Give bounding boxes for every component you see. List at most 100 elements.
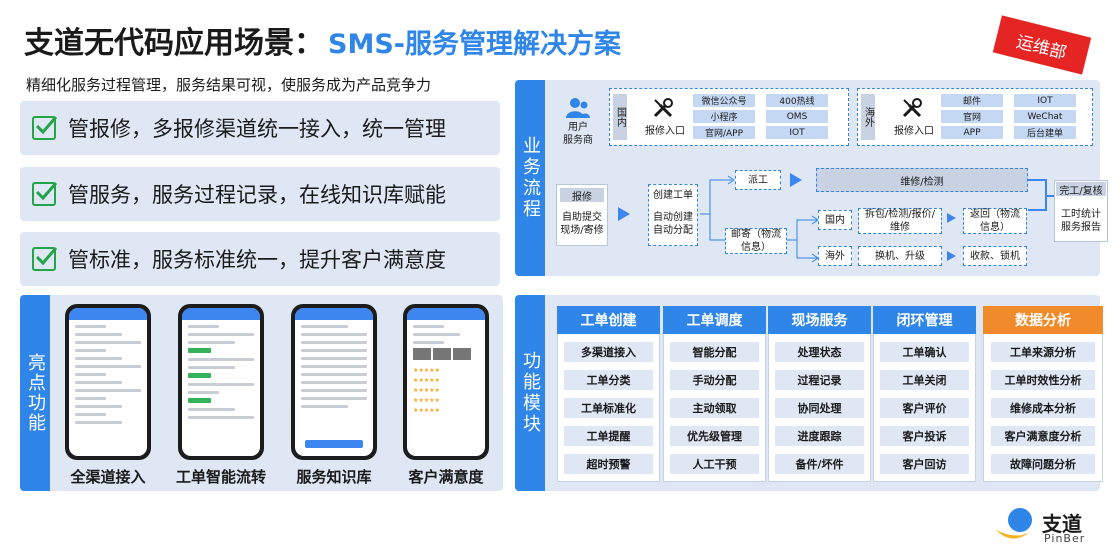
module-item: 人工干预 — [670, 454, 759, 474]
page-title: 支道无代码应用场景：SMS-服务管理解决方案 — [24, 18, 621, 62]
tools-icon — [901, 97, 923, 123]
arrow-right-icon — [790, 173, 802, 187]
highlight-caption: 客户满意度 — [408, 468, 484, 486]
overseas-step: 换机、升级 — [858, 246, 942, 266]
bullet-item: 管服务，服务过程记录，在线知识库赋能 — [20, 167, 500, 221]
logo-en: PinBer — [1044, 532, 1086, 545]
return-box: 返回（物流 信息） — [963, 208, 1027, 234]
module-column — [768, 306, 871, 482]
phone-screenshot — [65, 304, 151, 460]
module-item: 客户满意度分析 — [991, 426, 1095, 446]
channel-chip: 400热线 — [766, 94, 828, 107]
module-item: 超时预警 — [564, 454, 653, 474]
create-ticket-body: 自动创建 自动分配 — [653, 212, 693, 236]
module-item: 客户回访 — [880, 454, 969, 474]
flow-label: 业务流程 — [515, 80, 545, 276]
mail-box: 邮寄（物流 信息） — [725, 228, 787, 254]
module-item: 工单时效性分析 — [991, 370, 1095, 390]
bullet-text: 管报修，多报修渠道统一接入，统一管理 — [68, 117, 446, 141]
channel-chip: 小程序 — [693, 110, 755, 123]
module-item: 备件/坏件 — [775, 454, 864, 474]
highlight-caption: 工单智能流转 — [175, 468, 266, 486]
domestic-step: 拆包/检测/报价/ 维修 — [858, 208, 942, 234]
module-item: 多渠道接入 — [564, 342, 653, 362]
user-icon — [566, 97, 590, 123]
module-column — [873, 306, 976, 482]
module-item: 客户投诉 — [880, 426, 969, 446]
module-item: 工单关闭 — [880, 370, 969, 390]
channel-chip: OMS — [766, 110, 828, 123]
merge-connector — [1028, 179, 1054, 211]
module-item: 故障问题分析 — [991, 454, 1095, 474]
dispatch-box: 派工 — [735, 170, 781, 190]
channel-chip: WeChat — [1014, 110, 1076, 123]
bullet-text: 管服务，服务过程记录，在线知识库赋能 — [68, 183, 446, 207]
module-item: 主动领取 — [670, 398, 759, 418]
domestic-entry-label: 报修入口 — [645, 125, 685, 137]
phone-screenshot: ★★★★★★★★★★★★★★★★★★★★★★★★★ — [403, 304, 489, 460]
checkmark-icon — [32, 116, 58, 140]
done-body: 工时统计 服务报告 — [1061, 209, 1101, 233]
module-item: 工单提醒 — [564, 426, 653, 446]
module-item: 智能分配 — [670, 342, 759, 362]
module-title: 闭环管理 — [873, 306, 976, 334]
module-title: 工单调度 — [663, 306, 766, 334]
overseas-tag: 海外 — [861, 94, 875, 140]
module-item: 维修成本分析 — [991, 398, 1095, 418]
title-sub: SMS-服务管理解决方案 — [328, 29, 621, 60]
highlight-caption: 服务知识库 — [296, 468, 372, 486]
channel-chip: 官网 — [941, 110, 1003, 123]
branch-connector — [787, 215, 819, 263]
highlights-label: 亮点功能 — [20, 295, 50, 491]
channel-chip: 后台建单 — [1014, 126, 1076, 139]
receive-box: 收款、锁机 — [963, 246, 1027, 266]
module-item: 优先级管理 — [670, 426, 759, 446]
create-ticket-box — [648, 184, 698, 246]
channel-chip: 微信公众号 — [693, 94, 755, 107]
provider-label: 用户 服务商 — [563, 122, 593, 146]
tools-icon — [652, 97, 674, 123]
module-item: 工单来源分析 — [991, 342, 1095, 362]
phone-screenshot — [178, 304, 264, 460]
create-ticket-title: 创建工单 — [653, 189, 693, 201]
module-item: 工单标准化 — [564, 398, 653, 418]
highlight-caption: 全渠道接入 — [70, 468, 146, 486]
logo-brand: 支道 — [1042, 512, 1082, 536]
channel-chip: 邮件 — [941, 94, 1003, 107]
module-column — [557, 306, 660, 482]
module-item: 进度跟踪 — [775, 426, 864, 446]
bullet-text: 管标准，服务标准统一，提升客户满意度 — [68, 248, 446, 272]
module-item: 手动分配 — [670, 370, 759, 390]
checkmark-icon — [32, 247, 58, 271]
modules-label: 功能模块 — [515, 295, 545, 491]
done-title: 完工/复核 — [1056, 182, 1106, 197]
arrow-right-icon — [947, 213, 956, 223]
logo: 支道 PinBer — [994, 506, 1084, 548]
domestic-branch: 国内 — [818, 210, 852, 230]
module-item: 过程记录 — [775, 370, 864, 390]
module-item: 协同处理 — [775, 398, 864, 418]
report-body: 自助提交 现场/寄修 — [560, 212, 604, 236]
title-main: 支道无代码应用场景： — [24, 26, 324, 61]
checkmark-icon — [32, 182, 58, 206]
domestic-tag: 国内 — [613, 94, 627, 140]
overseas-branch: 海外 — [818, 246, 852, 266]
tagline: 精细化服务过程管理，服务结果可视，使服务成为产品竞争力 — [26, 76, 432, 94]
module-item: 客户评价 — [880, 398, 969, 418]
channel-chip: IOT — [766, 126, 828, 139]
channel-chip: IOT — [1014, 94, 1076, 107]
module-title: 工单创建 — [557, 306, 660, 334]
module-item: 工单分类 — [564, 370, 653, 390]
bullet-item: 管报修，多报修渠道统一接入，统一管理 — [20, 101, 500, 155]
bullet-item: 管标准，服务标准统一，提升客户满意度 — [20, 232, 500, 286]
repair-check-bar: 维修/检测 — [816, 168, 1028, 192]
module-title: 现场服务 — [768, 306, 871, 334]
logo-icon — [996, 508, 1032, 539]
overseas-entry-label: 报修入口 — [894, 125, 934, 137]
module-title: 数据分析 — [983, 306, 1103, 334]
module-item: 处理状态 — [775, 342, 864, 362]
report-title: 报修 — [560, 188, 604, 203]
phone-screenshot — [291, 304, 377, 460]
module-column — [663, 306, 766, 482]
channel-chip: APP — [941, 126, 1003, 139]
